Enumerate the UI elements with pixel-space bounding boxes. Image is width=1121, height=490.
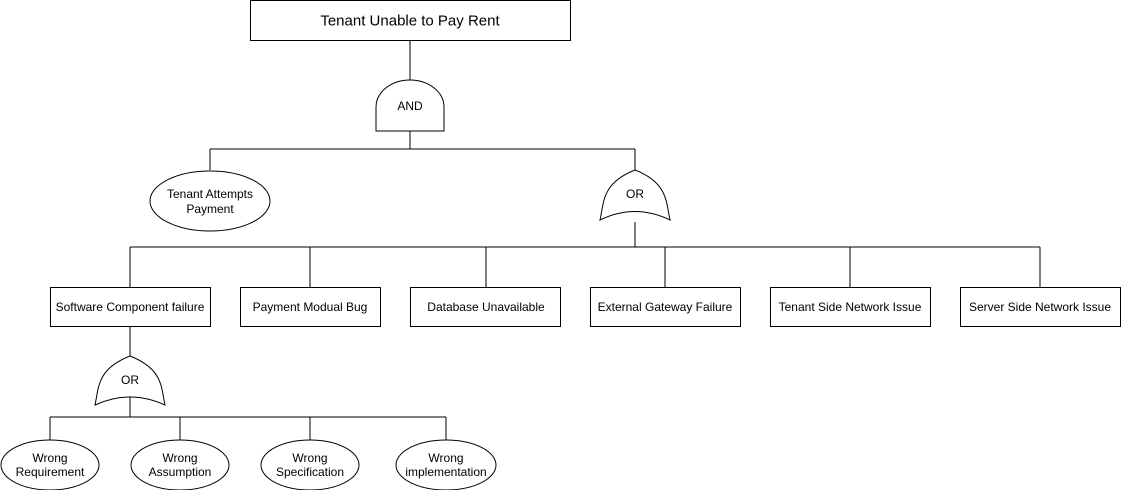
event-gateway-box — [590, 287, 741, 327]
event-wrong-requirement-shape — [0, 439, 100, 490]
or-gate-causes[interactable]: OR — [599, 169, 671, 221]
event-database-box — [410, 287, 561, 327]
event-payment-bug-box — [240, 287, 381, 327]
event-tenant-network-label: Tenant Side Network Issue — [779, 300, 922, 314]
or-gate-causes-shape — [599, 169, 671, 221]
event-wrong-assumption-shape — [130, 439, 230, 490]
connectors — [49, 40, 1041, 440]
event-tenant-attempts-payment[interactable]: Tenant Attempts Payment — [149, 170, 271, 232]
event-software-label: Software Component failure — [56, 300, 205, 314]
or-gate-software-label: OR — [121, 373, 139, 387]
event-external-gateway-failure[interactable]: External Gateway Failure — [590, 287, 741, 327]
event-wrong-specification-line-2: Specification — [276, 465, 344, 479]
or-gate-causes-label: OR — [626, 187, 644, 201]
event-gateway-label: External Gateway Failure — [598, 300, 733, 314]
event-tenant-attempts-shape — [149, 170, 271, 232]
or-gate-software[interactable]: OR — [94, 355, 166, 406]
event-wrong-specification-line-1: Wrong — [292, 451, 327, 465]
event-wrong-implementation-shape — [395, 439, 497, 490]
and-gate-label: AND — [397, 99, 423, 113]
event-wrong-requirement-line-1: Wrong — [32, 451, 67, 465]
top-event[interactable]: Tenant Unable to Pay Rent — [250, 0, 571, 41]
event-server-side-network-issue[interactable]: Server Side Network Issue — [960, 287, 1121, 327]
event-software-box — [50, 287, 211, 327]
and-gate[interactable]: AND — [375, 79, 445, 132]
and-gate-shape — [375, 79, 445, 132]
event-wrong-specification-shape — [260, 439, 360, 490]
event-server-network-label: Server Side Network Issue — [969, 300, 1111, 314]
event-wrong-assumption-line-1: Wrong — [162, 451, 197, 465]
event-database-unavailable[interactable]: Database Unavailable — [410, 287, 561, 327]
event-wrong-requirement-line-2: Requirement — [16, 465, 85, 479]
event-server-network-box — [960, 287, 1121, 327]
event-tenant-network-box — [770, 287, 931, 327]
event-payment-modual-bug[interactable]: Payment Modual Bug — [240, 287, 381, 327]
event-tenant-attempts-line-2: Payment — [186, 202, 234, 216]
event-wrong-assumption[interactable]: Wrong Assumption — [130, 439, 230, 490]
top-event-label: Tenant Unable to Pay Rent — [320, 13, 500, 30]
event-wrong-implementation-line-2: implementation — [405, 465, 486, 479]
event-wrong-specification[interactable]: Wrong Specification — [260, 439, 360, 490]
event-wrong-implementation[interactable]: Wrong implementation — [395, 439, 497, 490]
or-gate-software-shape — [94, 355, 166, 406]
event-payment-bug-label: Payment Modual Bug — [253, 300, 368, 314]
event-tenant-side-network-issue[interactable]: Tenant Side Network Issue — [770, 287, 931, 327]
event-wrong-assumption-line-2: Assumption — [149, 465, 212, 479]
event-tenant-attempts-line-1: Tenant Attempts — [167, 187, 253, 201]
event-wrong-implementation-line-1: Wrong — [428, 451, 463, 465]
event-software-component-failure[interactable]: Software Component failure — [50, 287, 211, 327]
event-wrong-requirement[interactable]: Wrong Requirement — [0, 439, 100, 490]
top-event-box — [250, 0, 571, 41]
event-database-label: Database Unavailable — [427, 300, 545, 314]
